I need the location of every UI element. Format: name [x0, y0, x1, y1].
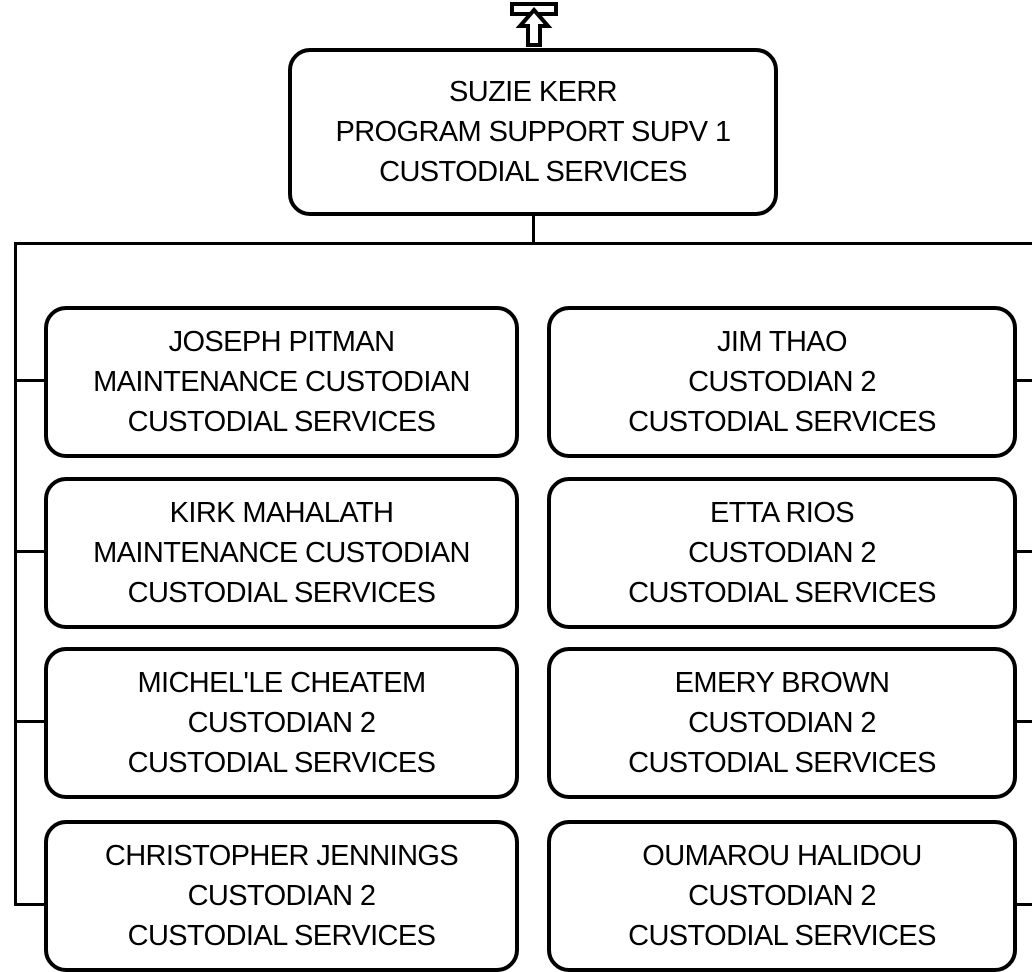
employee-name: ETTA RIOS: [710, 497, 855, 529]
connector-left-branch-2: [14, 550, 46, 553]
connector-left-branch-3: [14, 720, 46, 723]
up-arrow-icon[interactable]: [510, 2, 558, 48]
employee-box[interactable]: EMERY BROWN CUSTODIAN 2 CUSTODIAL SERVIC…: [547, 647, 1017, 799]
employee-title: CUSTODIAN 2: [187, 880, 376, 912]
connector-left-trunk: [14, 242, 17, 906]
employee-box[interactable]: MICHEL'LE CHEATEM CUSTODIAN 2 CUSTODIAL …: [44, 647, 519, 799]
manager-title: PROGRAM SUPPORT SUPV 1: [335, 116, 731, 148]
employee-title: CUSTODIAN 2: [688, 366, 876, 398]
connector-horizontal-bus: [14, 242, 1032, 245]
employee-name: CHRISTOPHER JENNINGS: [104, 840, 459, 872]
manager-department: CUSTODIAL SERVICES: [379, 156, 687, 188]
employee-department: CUSTODIAL SERVICES: [628, 920, 936, 952]
employee-title: CUSTODIAN 2: [688, 880, 876, 912]
employee-department: CUSTODIAL SERVICES: [127, 577, 436, 609]
employee-title: MAINTENANCE CUSTODIAN: [93, 366, 470, 398]
connector-left-branch-1: [14, 379, 46, 382]
employee-name: OUMAROU HALIDOU: [642, 840, 922, 872]
employee-box[interactable]: CHRISTOPHER JENNINGS CUSTODIAN 2 CUSTODI…: [44, 820, 519, 972]
employee-box[interactable]: ETTA RIOS CUSTODIAN 2 CUSTODIAL SERVICES: [547, 477, 1017, 629]
manager-box[interactable]: SUZIE KERR PROGRAM SUPPORT SUPV 1 CUSTOD…: [288, 48, 778, 216]
employee-name: MICHEL'LE CHEATEM: [137, 667, 426, 699]
manager-name: SUZIE KERR: [448, 76, 618, 108]
employee-box[interactable]: OUMAROU HALIDOU CUSTODIAN 2 CUSTODIAL SE…: [547, 820, 1017, 972]
employee-title: CUSTODIAN 2: [187, 707, 376, 739]
connector-left-branch-4: [14, 903, 46, 906]
employee-department: CUSTODIAL SERVICES: [628, 406, 936, 438]
employee-name: EMERY BROWN: [674, 667, 890, 699]
employee-department: CUSTODIAL SERVICES: [628, 577, 936, 609]
employee-box[interactable]: JOSEPH PITMAN MAINTENANCE CUSTODIAN CUST…: [44, 306, 519, 458]
employee-name: KIRK MAHALATH: [169, 497, 394, 529]
employee-title: MAINTENANCE CUSTODIAN: [93, 537, 470, 569]
employee-name: JOSEPH PITMAN: [168, 326, 395, 358]
connector-right-branch-4: [1014, 903, 1032, 906]
employee-box[interactable]: KIRK MAHALATH MAINTENANCE CUSTODIAN CUST…: [44, 477, 519, 629]
connector-right-branch-1: [1014, 379, 1032, 382]
employee-box[interactable]: JIM THAO CUSTODIAN 2 CUSTODIAL SERVICES: [547, 306, 1017, 458]
employee-department: CUSTODIAL SERVICES: [127, 920, 436, 952]
employee-department: CUSTODIAL SERVICES: [127, 747, 436, 779]
employee-title: CUSTODIAN 2: [688, 537, 876, 569]
employee-department: CUSTODIAL SERVICES: [127, 406, 436, 438]
employee-name: JIM THAO: [716, 326, 848, 358]
connector-right-branch-2: [1014, 550, 1032, 553]
employee-department: CUSTODIAL SERVICES: [628, 747, 936, 779]
employee-title: CUSTODIAN 2: [688, 707, 876, 739]
connector-right-branch-3: [1014, 720, 1032, 723]
connector-manager-down: [532, 214, 535, 244]
